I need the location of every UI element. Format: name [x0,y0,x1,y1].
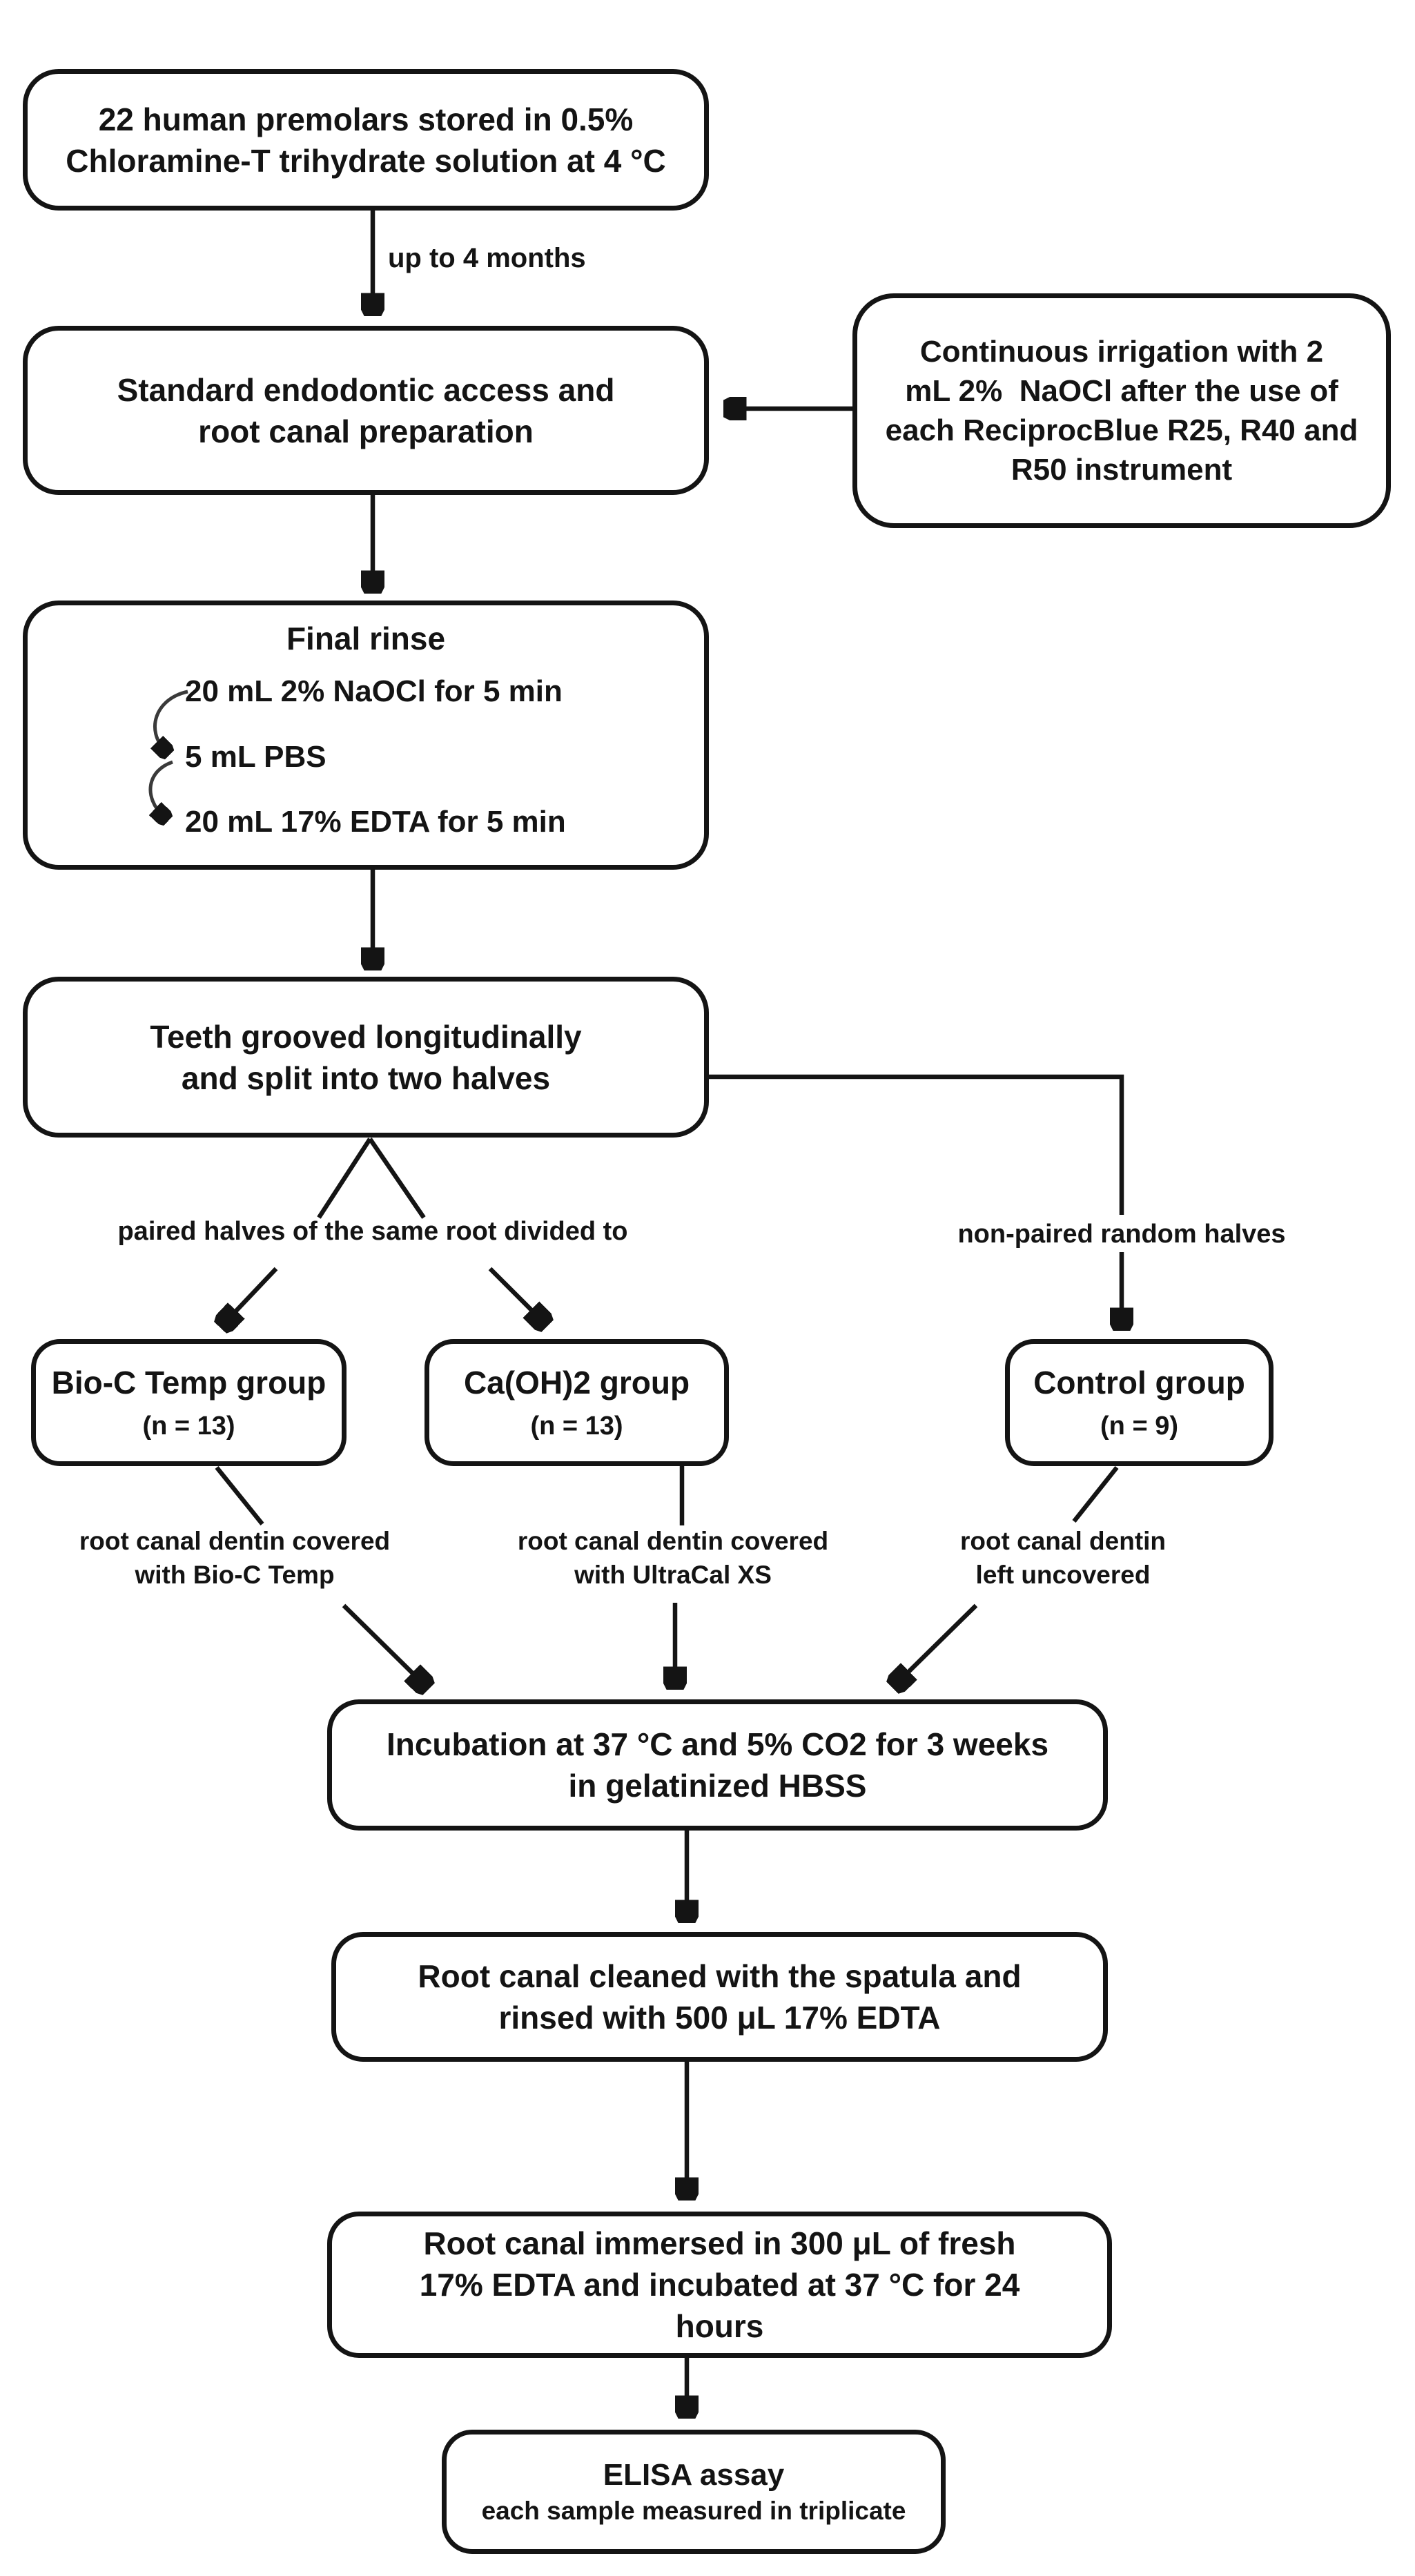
elisa-subtitle: each sample measured in triplicate [481,2497,906,2525]
flow-box-final-rinse: Final rinse 20 mL 2% NaOCl for 5 min 5 m… [23,601,709,870]
flow-box-canal-immersed: Root canal immersed in 300 μL of fresh 1… [327,2212,1112,2358]
flow-box-premolars: 22 human premolars stored in 0.5% Chlora… [23,69,709,211]
arrow-paired-to-caoh [488,1267,543,1321]
caoh-group-n: (n = 13) [530,1412,623,1441]
bioc-group-name: Bio-C Temp group [51,1365,326,1401]
flow-box-bioc-group: Bio-C Temp group (n = 13) [31,1339,347,1466]
flow-box-elisa: ELISA assay each sample measured in trip… [442,2430,946,2554]
elbow-grooved-to-nonpaired [709,1074,1124,1215]
caoh-group-name: Ca(OH)2 group [463,1365,690,1401]
line-control-to-label [1072,1465,1119,1523]
arrow-control-to-incubation [897,1603,978,1683]
label-caoh-treatment: root canal dentin covered with UltraCal … [517,1527,829,1589]
control-group-name: Control group [1033,1365,1245,1401]
label-control-treatment: root canal dentin left uncovered [959,1527,1167,1589]
label-storage-duration: up to 4 months [388,243,586,273]
flow-box-endodontic-access: Standard endodontic access and root cana… [23,326,709,495]
split-line-left [317,1138,372,1219]
final-rinse-step-naocl: 20 mL 2% NaOCl for 5 min [185,674,563,708]
flow-box-teeth-grooved: Teeth grooved longitudinally and split i… [23,977,709,1138]
arrow-paired-to-bioc [225,1267,278,1323]
final-rinse-step-edta: 20 mL 17% EDTA for 5 min [185,805,566,839]
label-bioc-treatment: root canal dentin covered with Bio-C Tem… [79,1527,391,1589]
flow-box-canal-cleaned: Root canal cleaned with the spatula and … [331,1932,1108,2062]
flow-box-incubation: Incubation at 37 °C and 5% CO2 for 3 wee… [327,1699,1108,1831]
flow-box-caoh-group: Ca(OH)2 group (n = 13) [424,1339,729,1466]
label-non-paired-halves: non-paired random halves [957,1220,1286,1249]
flow-box-continuous-irrigation: Continuous irrigation with 2 mL 2% NaOCl… [852,293,1391,528]
split-line-right [368,1138,426,1219]
flow-box-control-group: Control group (n = 9) [1005,1339,1274,1466]
elisa-title: ELISA assay [603,2458,785,2492]
arrow-bioc-to-incubation [342,1603,424,1684]
final-rinse-step-pbs: 5 mL PBS [185,740,326,774]
control-group-n: (n = 9) [1100,1412,1178,1441]
final-rinse-title: Final rinse [286,621,446,656]
bioc-group-n: (n = 13) [142,1412,235,1441]
line-bioc-to-label [215,1465,264,1526]
label-paired-halves: paired halves of the same root divided t… [117,1217,628,1246]
